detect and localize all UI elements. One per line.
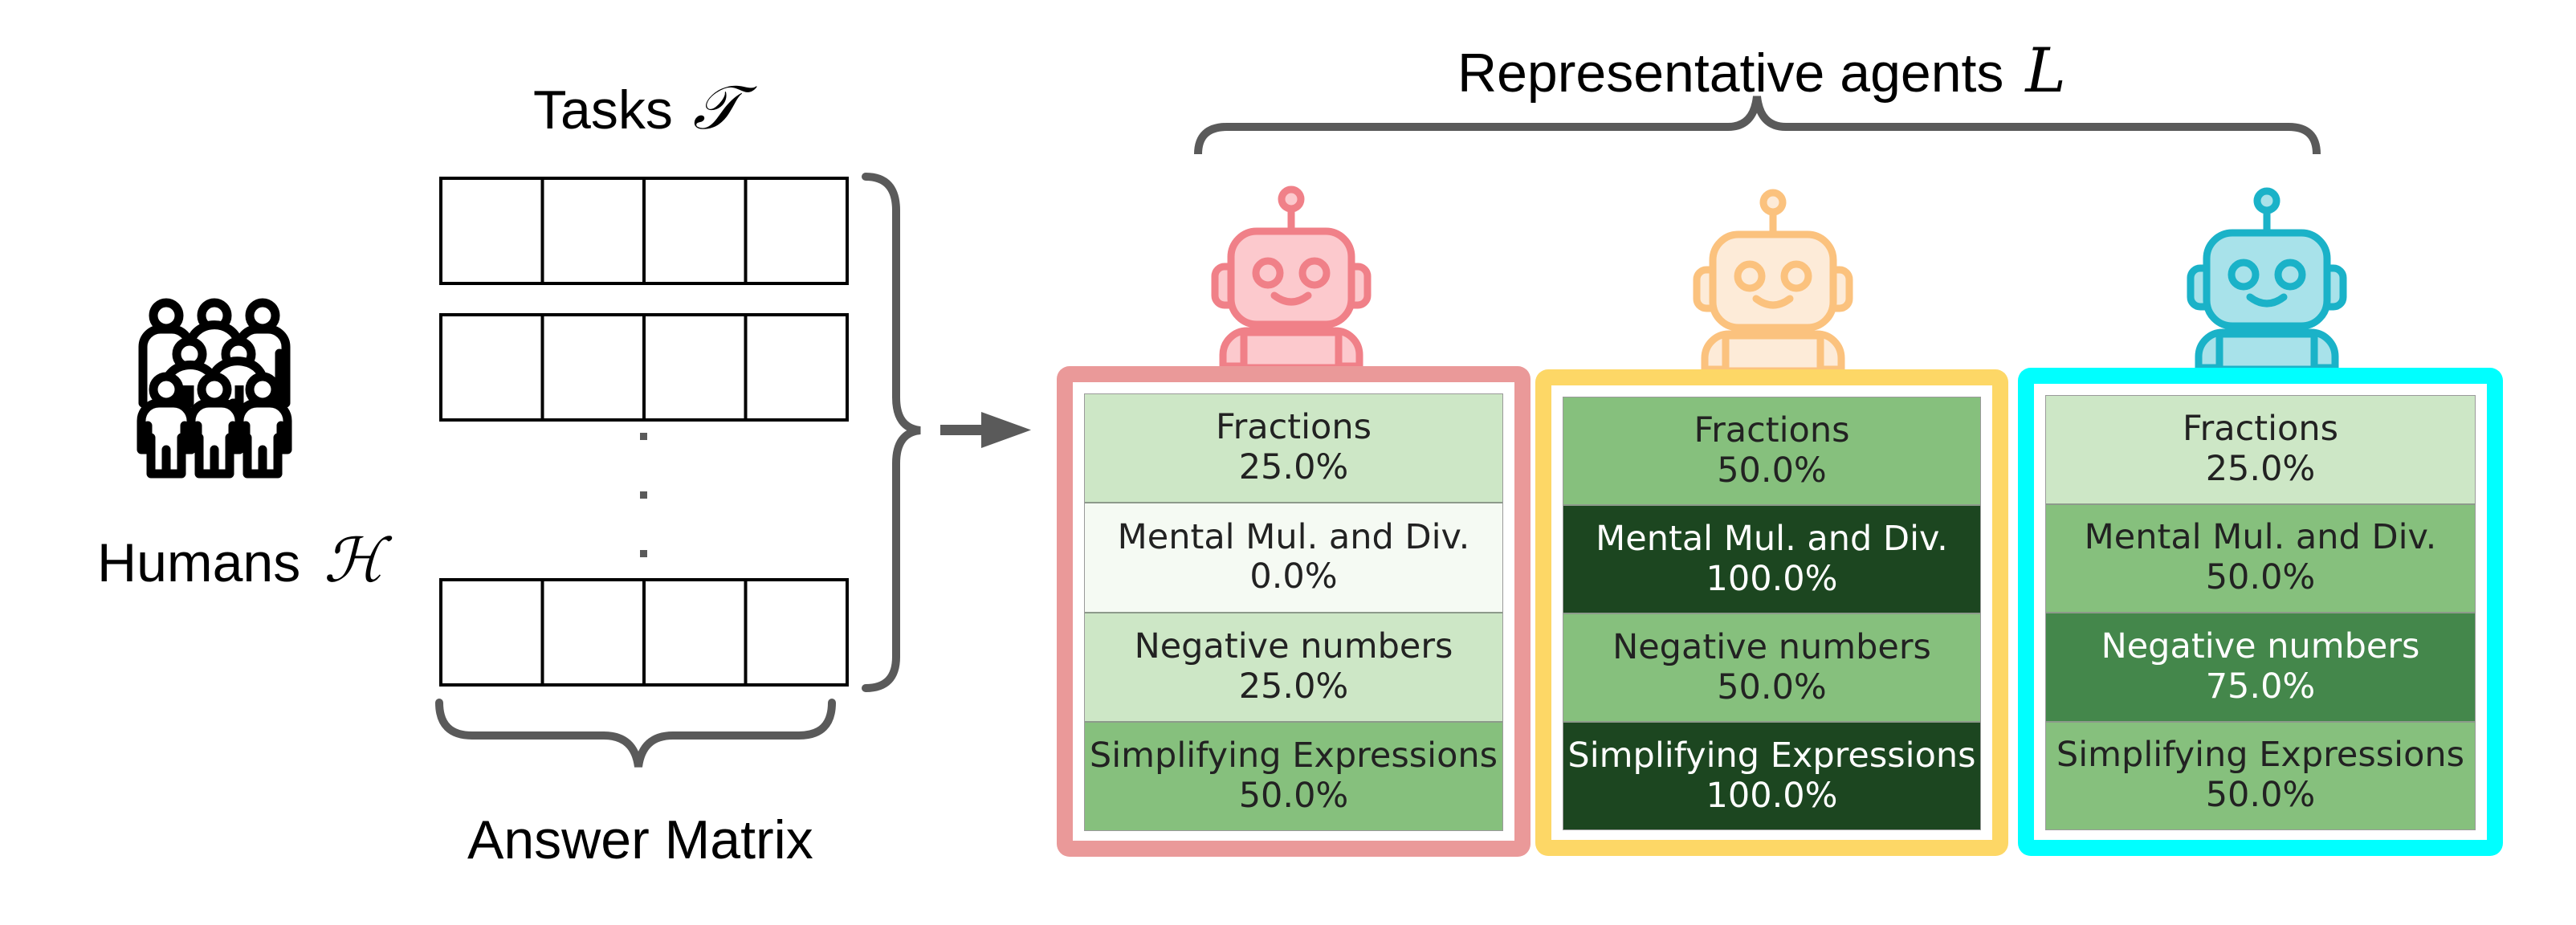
top-brace-icon: [1194, 96, 2321, 155]
skill-value: 50.0%: [1717, 450, 1827, 491]
right-arrow-icon: [940, 412, 1031, 448]
skill-cell: Mental Mul. and Div.50.0%: [2046, 504, 2475, 613]
skill-value: 25.0%: [1238, 666, 1349, 707]
skill-name: Mental Mul. and Div.: [2084, 517, 2437, 558]
skill-value: 50.0%: [1238, 775, 1349, 816]
skill-value: 75.0%: [2205, 666, 2316, 707]
robot-icon: [1689, 186, 1857, 375]
tasks-label-text: Tasks: [533, 79, 673, 141]
skill-cell: Mental Mul. and Div.0.0%: [1085, 503, 1502, 613]
humans-label-text: Humans: [97, 532, 301, 593]
skill-name: Fractions: [1215, 407, 1372, 448]
matrix-row-last: [439, 578, 849, 687]
matrix-row-1: [439, 177, 849, 285]
skill-value: 25.0%: [1238, 447, 1349, 488]
robot-icon: [1207, 183, 1376, 372]
skill-name: Negative numbers: [2101, 625, 2420, 666]
skill-name: Fractions: [1694, 410, 1850, 450]
agents-title: Representative agents L: [1457, 40, 2066, 101]
skill-name: Simplifying Expressions: [1089, 736, 1498, 776]
tasks-label: Tasks 𝒯: [533, 77, 740, 138]
skill-value: 25.0%: [2205, 448, 2316, 489]
humans-symbol: ℋ: [324, 524, 385, 596]
skill-value: 50.0%: [2205, 775, 2316, 816]
answer-matrix-label: Answer Matrix: [467, 809, 813, 870]
skill-name: Negative numbers: [1134, 625, 1453, 666]
bottom-brace-icon: [435, 699, 836, 768]
skill-name: Fractions: [2182, 408, 2339, 449]
tasks-symbol: 𝒯: [692, 71, 740, 143]
matrix-row-2: [439, 313, 849, 422]
skill-value: 100.0%: [1706, 558, 1838, 599]
skill-name: Mental Mul. and Div.: [1117, 516, 1470, 557]
robot-icon: [2183, 185, 2351, 373]
right-brace-icon: [862, 173, 921, 692]
skill-value: 50.0%: [1717, 666, 1827, 707]
agents-symbol: L: [2025, 35, 2066, 106]
vertical-ellipsis-icon: [640, 433, 647, 557]
skill-value: 0.0%: [1249, 556, 1338, 597]
humans-label: Humans ℋ: [97, 530, 384, 591]
skill-name: Simplifying Expressions: [1567, 735, 1976, 776]
skill-name: Simplifying Expressions: [2056, 735, 2465, 776]
agents-title-text: Representative agents: [1457, 43, 2004, 104]
skill-cell: Mental Mul. and Div.100.0%: [1563, 506, 1980, 614]
skill-name: Negative numbers: [1612, 626, 1931, 667]
skill-value: 50.0%: [2205, 557, 2316, 598]
skill-name: Mental Mul. and Div.: [1596, 518, 1948, 559]
skill-value: 100.0%: [1706, 775, 1838, 816]
